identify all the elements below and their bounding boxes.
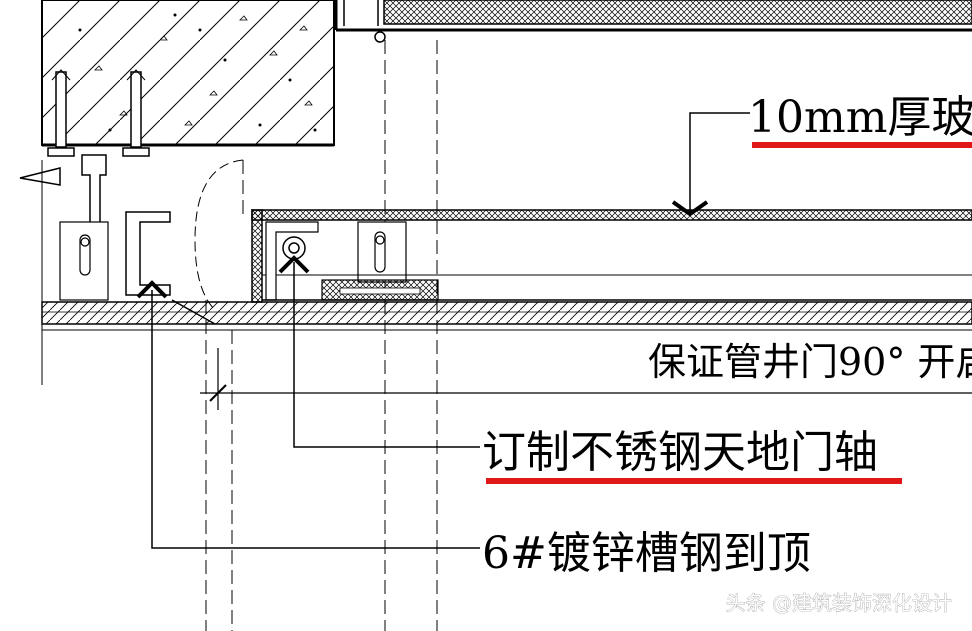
label-panel: 10mm厚玻镁 bbox=[748, 92, 972, 143]
watermark: 头条 @建筑装饰深化设计 bbox=[726, 591, 952, 615]
floor-slab bbox=[41, 299, 972, 331]
clearance-dimension bbox=[200, 348, 972, 410]
leader-lines bbox=[151, 112, 750, 549]
leader-arrows bbox=[136, 200, 709, 299]
gm-board bbox=[251, 209, 972, 303]
bracket-plates bbox=[59, 221, 407, 301]
center-lines bbox=[194, 40, 438, 631]
pivot-hinge bbox=[282, 236, 306, 260]
label-channel: 6#镀锌槽钢到顶 bbox=[482, 528, 811, 579]
ceiling-panel bbox=[334, 0, 972, 43]
label-clearance: 保证管井门90° 开启 bbox=[648, 340, 972, 384]
concrete-wall bbox=[41, 0, 335, 157]
label-pivot: 订制不锈钢天地门轴 bbox=[482, 427, 878, 478]
